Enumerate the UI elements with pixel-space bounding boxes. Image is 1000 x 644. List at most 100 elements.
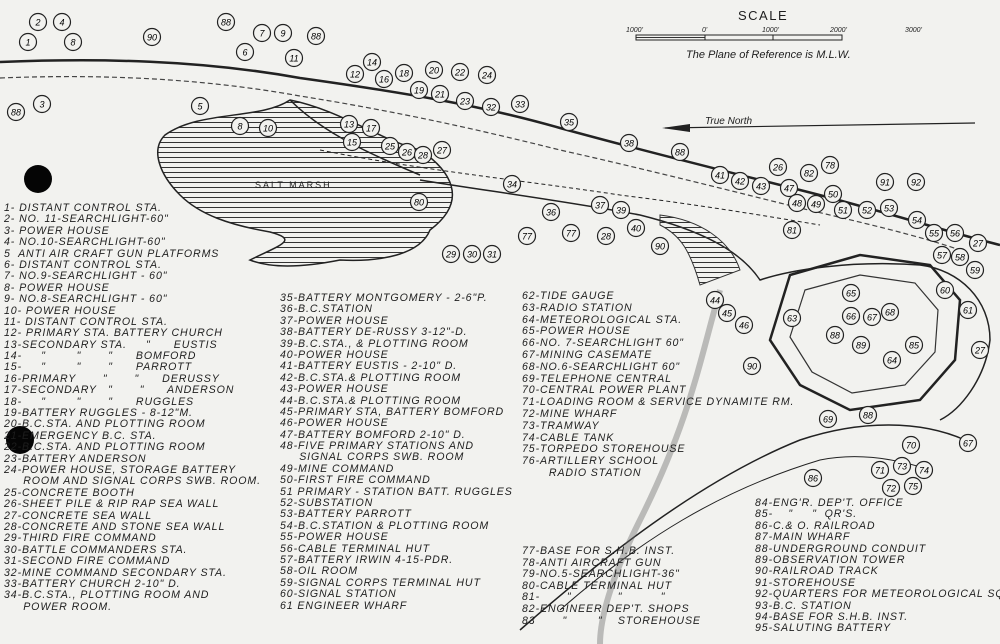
map-marker: 88 xyxy=(6,102,26,122)
marker-circle xyxy=(273,23,293,43)
map-marker: 89 xyxy=(851,335,871,355)
marker-number: 39 xyxy=(616,206,626,216)
marker-circle xyxy=(32,94,52,114)
marker-circle xyxy=(880,302,900,322)
map-marker: 51 xyxy=(833,200,853,220)
map-marker: 78 xyxy=(820,155,840,175)
marker-circle xyxy=(230,116,250,136)
map-marker: 60 xyxy=(935,280,955,300)
legend-item: 20-B.C.Sta. and Plotting Room xyxy=(4,418,206,431)
legend-item: 36-B.C.Station xyxy=(280,303,373,316)
legend-item: 40-Power House xyxy=(280,348,389,361)
legend-item: 44-B.C.Sta.& Plotting Room xyxy=(280,394,461,407)
legend-item: 33-Battery Church 2-10" D. xyxy=(4,577,181,590)
map-marker: 9 xyxy=(273,23,293,43)
marker-number: 50 xyxy=(828,190,838,200)
map-marker: 67 xyxy=(958,433,978,453)
marker-circle xyxy=(958,433,978,453)
map-marker: 2 xyxy=(28,12,48,32)
inner-shore xyxy=(0,75,961,251)
scale-tick: 2000' xyxy=(830,27,847,34)
map-marker: 26 xyxy=(768,157,788,177)
marker-number: 26 xyxy=(401,148,412,158)
marker-circle xyxy=(63,32,83,52)
scale-tick: 1000' xyxy=(762,27,779,34)
map-marker: 77 xyxy=(517,226,537,246)
marker-number: 3 xyxy=(39,100,44,110)
legend-item: 23-Battery Anderson xyxy=(4,452,147,465)
marker-number: 28 xyxy=(600,232,611,242)
map-marker: 30 xyxy=(462,244,482,264)
legend-item: 12- Primary Sta. Battery Church xyxy=(4,327,223,340)
marker-circle xyxy=(914,460,934,480)
marker-number: 74 xyxy=(919,466,929,476)
map-marker: 23 xyxy=(455,91,475,111)
map-marker: 88 xyxy=(825,325,845,345)
map-marker: 33 xyxy=(510,94,530,114)
road xyxy=(597,289,723,644)
marker-number: 15 xyxy=(347,138,358,148)
marker-circle xyxy=(409,192,429,212)
punch-hole xyxy=(24,165,52,193)
legend-item: 75-Torpedo Storehouse xyxy=(522,443,686,456)
marker-number: 9 xyxy=(280,29,285,39)
marker-number: 36 xyxy=(546,208,556,218)
map-marker: 5 xyxy=(190,96,210,116)
marker-circle xyxy=(907,210,927,230)
legend-item: 63-Radio Station xyxy=(522,301,633,314)
marker-number: 88 xyxy=(830,331,840,341)
marker-number: 91 xyxy=(880,178,890,188)
marker-circle xyxy=(409,80,429,100)
marker-number: 33 xyxy=(515,100,525,110)
map-marker: 17 xyxy=(361,118,381,138)
map-marker: 34 xyxy=(502,174,522,194)
map-marker: 27 xyxy=(970,340,990,360)
marker-circle xyxy=(611,200,631,220)
legend-item: 61 Engineer Wharf xyxy=(280,599,408,612)
marker-number: 85 xyxy=(909,341,920,351)
marker-number: 58 xyxy=(955,253,965,263)
map-marker: 38 xyxy=(619,133,639,153)
map-marker: 74 xyxy=(914,460,934,480)
marker-number: 12 xyxy=(350,70,360,80)
scale-tick: 1000' xyxy=(626,27,643,34)
legend-column-3: 62-Tide Gauge63-Radio Station64-Meteorol… xyxy=(522,290,794,480)
legend-item: 81- " " " xyxy=(522,591,666,604)
legend-item: 72-Mine Wharf xyxy=(522,407,618,420)
legend-item: 68-No.6-Searchlight 60" xyxy=(522,360,681,373)
marker-number: 46 xyxy=(739,321,749,331)
legend-item: Signal Corps Swb. Room xyxy=(280,451,465,464)
marker-number: 52 xyxy=(862,206,872,216)
map-marker: 52 xyxy=(857,200,877,220)
legend-item: 43-Power House xyxy=(280,383,389,396)
marker-number: 14 xyxy=(367,58,377,68)
legend-item: 65-Power House xyxy=(522,325,631,338)
salt-marsh xyxy=(157,99,454,267)
map-marker: 42 xyxy=(730,171,750,191)
legend-item: 60-Signal Station xyxy=(280,588,397,601)
map-marker: 65 xyxy=(841,283,861,303)
marker-number: 75 xyxy=(908,482,919,492)
fort-outline xyxy=(768,253,962,412)
marker-circle xyxy=(779,178,799,198)
marker-number: 8 xyxy=(237,122,242,132)
marker-circle xyxy=(875,172,895,192)
map-marker: 13 xyxy=(339,114,359,134)
scale-title: SCALE xyxy=(738,8,789,23)
marker-circle xyxy=(970,340,990,360)
map-marker: 32 xyxy=(481,97,501,117)
marker-circle xyxy=(650,236,670,256)
marker-number: 45 xyxy=(722,309,733,319)
legend-item: 67-Mining Casemate xyxy=(522,348,653,361)
map-marker: 57 xyxy=(932,245,952,265)
legend-column-5: 84-Eng'r. Dep't. Office85- " " Qr's.86-C… xyxy=(755,497,1000,635)
marker-circle xyxy=(190,96,210,116)
legend-item: 73-Tramway xyxy=(522,419,600,432)
marker-number: 61 xyxy=(963,306,973,316)
marker-circle xyxy=(252,23,272,43)
marker-number: 63 xyxy=(787,314,797,324)
marker-number: 59 xyxy=(970,266,980,276)
map-marker: 18 xyxy=(394,63,414,83)
legend-item: 92-Quarters for Meteorological Squ xyxy=(755,588,1000,601)
map-marker: 11 xyxy=(284,48,304,68)
